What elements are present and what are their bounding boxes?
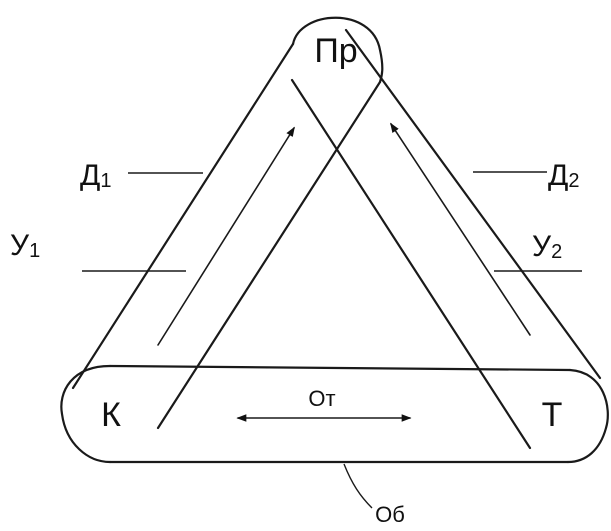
band-right [290,28,602,450]
node-label-right: Т [542,396,563,434]
label-u2: У2 [532,230,562,263]
label-d2: Д2 [548,159,579,192]
cap-left [60,364,112,464]
label-ot: От [308,386,335,411]
label-u1: У1 [10,229,40,262]
label-ob: Об [375,502,405,527]
arrow-k-to-pr [157,126,295,346]
band-bottom [108,364,572,464]
leader-ob [343,463,373,509]
cap-top [291,16,384,84]
cap-right [566,368,609,464]
node-label-top: Пр [314,32,357,70]
arrow-t-to-pr [390,122,531,336]
band-left [71,42,382,430]
label-d1: Д1 [80,159,111,192]
node-label-left: К [101,396,121,434]
